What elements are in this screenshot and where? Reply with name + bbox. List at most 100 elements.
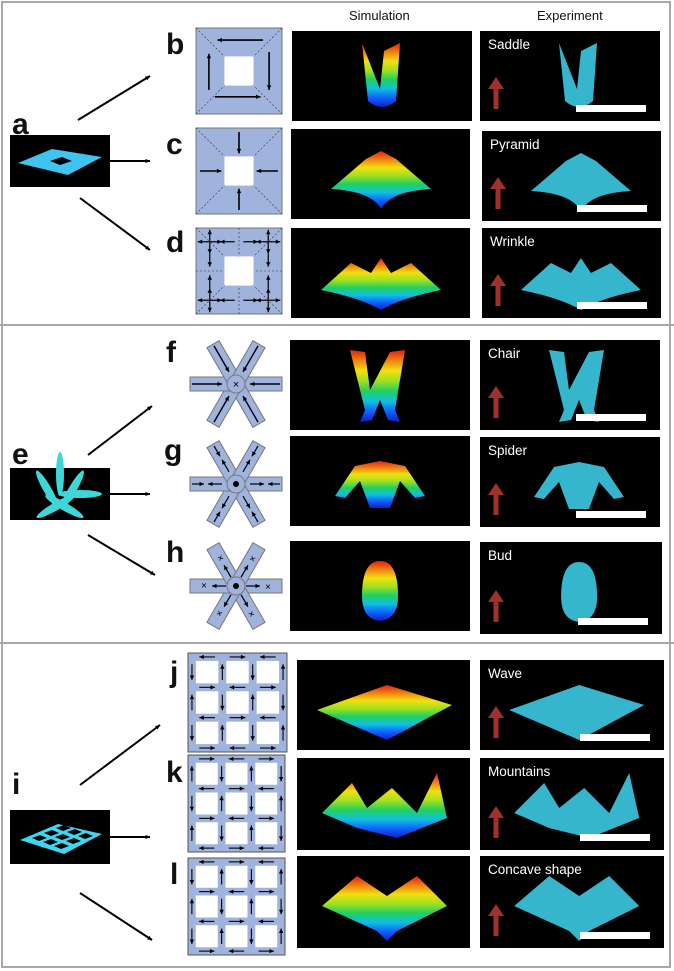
arrowhead-icon bbox=[224, 366, 229, 372]
scale-bar bbox=[580, 834, 650, 841]
grid-hole bbox=[195, 865, 218, 888]
arrowhead-icon bbox=[224, 601, 229, 607]
arrowhead-icon bbox=[217, 239, 222, 244]
simulation-pyramid bbox=[291, 129, 470, 219]
arrowhead-icon bbox=[217, 298, 222, 303]
folded-sample bbox=[561, 562, 598, 622]
panel-label-e: e bbox=[12, 438, 29, 471]
panel-label-f: f bbox=[166, 336, 176, 369]
grid-hole bbox=[226, 721, 249, 745]
arrow-icon bbox=[79, 197, 151, 251]
arrowhead-icon bbox=[224, 565, 229, 571]
arrowhead-icon bbox=[189, 675, 195, 680]
result-label: Wrinkle bbox=[490, 234, 535, 249]
arrowhead-icon bbox=[256, 168, 262, 174]
star-arm bbox=[189, 476, 237, 492]
arrowhead-icon bbox=[249, 898, 254, 904]
star-arm bbox=[235, 376, 283, 392]
arrowhead-icon bbox=[207, 288, 212, 293]
arrowhead-icon bbox=[224, 396, 229, 402]
up-arrow-icon bbox=[488, 386, 504, 398]
arrowhead-icon bbox=[243, 601, 248, 607]
arrowhead-icon bbox=[260, 654, 265, 660]
arrowhead-icon bbox=[199, 859, 204, 865]
cross-mark: × bbox=[247, 554, 260, 565]
arrowhead-icon bbox=[236, 188, 242, 194]
up-arrow-icon bbox=[488, 483, 504, 495]
arrowhead-icon bbox=[240, 654, 246, 660]
arrowhead-icon bbox=[222, 459, 227, 465]
result-label: Wave bbox=[488, 666, 523, 681]
arrowhead-icon bbox=[229, 685, 235, 690]
arrowhead-icon bbox=[216, 168, 222, 174]
arrowhead-icon bbox=[209, 948, 215, 954]
arrowhead-icon bbox=[215, 451, 220, 457]
arrowhead-icon bbox=[269, 756, 274, 762]
arrowhead-icon bbox=[199, 715, 204, 720]
flat-square-frame-photo bbox=[10, 135, 110, 187]
simulated-shape bbox=[350, 350, 405, 422]
grid-hole bbox=[255, 865, 278, 888]
grid-hole bbox=[256, 660, 280, 684]
folded-sample bbox=[509, 685, 645, 740]
arrowhead-icon bbox=[278, 909, 284, 915]
result-label: Chair bbox=[488, 346, 521, 361]
arrowhead-icon bbox=[210, 745, 215, 751]
grid-hole bbox=[44, 830, 59, 836]
flat-grid-photo bbox=[10, 810, 110, 864]
arrowhead-icon bbox=[147, 935, 152, 940]
arrowhead-icon bbox=[145, 245, 150, 250]
grid-hole bbox=[256, 721, 280, 745]
grid-hole bbox=[56, 825, 71, 831]
grid-hole bbox=[225, 792, 248, 815]
star-arm bbox=[35, 470, 60, 509]
simulated-shape bbox=[321, 258, 441, 310]
arrowhead-icon bbox=[228, 948, 234, 954]
simulation-spider bbox=[290, 436, 470, 526]
arrowhead-icon bbox=[266, 275, 271, 280]
simulation-concave bbox=[297, 856, 470, 948]
up-arrow-icon bbox=[493, 716, 499, 738]
panel-label-d: d bbox=[166, 226, 185, 259]
arrowhead-icon bbox=[266, 85, 272, 90]
cross-mark: × bbox=[233, 379, 239, 391]
arrowhead-icon bbox=[220, 239, 225, 244]
arrowhead-icon bbox=[239, 859, 245, 865]
cross-mark: × bbox=[215, 552, 228, 563]
arrowhead-icon bbox=[275, 298, 281, 303]
simulated-shape bbox=[335, 461, 425, 508]
arrowhead-icon bbox=[243, 366, 248, 372]
arrowhead-icon bbox=[145, 158, 150, 164]
experiment-saddle: Saddle bbox=[480, 31, 660, 121]
scale-bar bbox=[576, 511, 646, 518]
hub-dot bbox=[233, 481, 239, 487]
grid-hole bbox=[256, 691, 280, 714]
up-arrow-icon bbox=[493, 493, 499, 515]
simulation-saddle bbox=[292, 31, 472, 121]
panel-label-c: c bbox=[166, 128, 183, 161]
up-arrow-icon bbox=[493, 914, 499, 936]
up-arrow-icon bbox=[493, 396, 499, 418]
arrowhead-icon bbox=[219, 869, 224, 874]
grid-hole bbox=[226, 660, 249, 684]
grid-hole bbox=[32, 835, 47, 841]
folded-sample bbox=[530, 153, 631, 211]
panel-label-i: i bbox=[12, 768, 21, 801]
arrow-icon bbox=[213, 345, 230, 373]
grid-hole bbox=[195, 822, 218, 845]
experiment-header: Experiment bbox=[537, 8, 603, 23]
arrowhead-icon bbox=[219, 928, 224, 934]
arrowhead-icon bbox=[208, 481, 213, 487]
up-arrow-icon bbox=[495, 187, 501, 209]
scale-bar bbox=[580, 932, 650, 939]
grid-hole bbox=[54, 843, 69, 849]
up-arrow-icon bbox=[490, 177, 506, 189]
experiment-spider: Spider bbox=[480, 437, 660, 527]
grid-hole bbox=[225, 895, 248, 918]
arrow-icon bbox=[87, 405, 153, 456]
grid-hole bbox=[78, 833, 93, 839]
arrow-icon bbox=[242, 395, 259, 423]
up-arrow-icon bbox=[493, 600, 499, 622]
